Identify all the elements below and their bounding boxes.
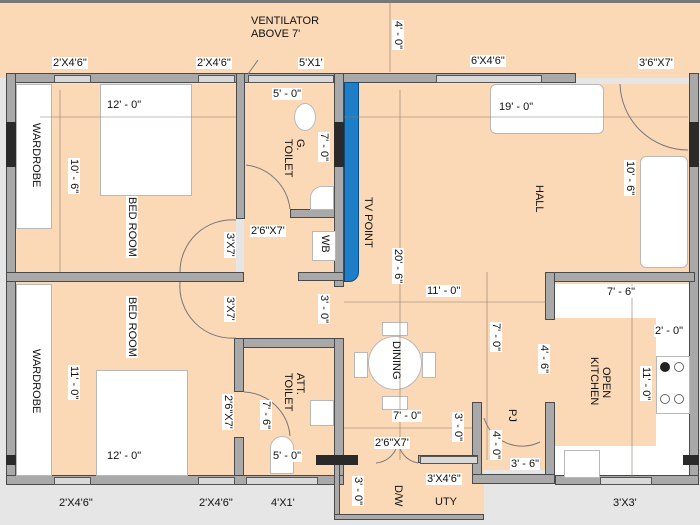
- label-utility-door: 2'6"X7': [374, 437, 410, 449]
- label-dining-depth2: 7' - 0": [392, 410, 423, 422]
- wall-utility-bottom: [334, 514, 484, 520]
- column: [683, 455, 699, 465]
- stove-burner: [674, 362, 684, 372]
- label-kitchen-depth: 11' - 0": [640, 366, 652, 402]
- label-kitchen-line1: OPEN: [600, 367, 612, 399]
- top-balcony: [0, 0, 700, 78]
- label-bedroom-top-width: 12' - 0": [106, 99, 143, 111]
- label-wardrobe-top: WARDROBE: [30, 122, 42, 189]
- kitchen-floor: [548, 318, 656, 448]
- label-att-toilet-line2: TOILET: [282, 373, 294, 412]
- sofa-right: [640, 156, 688, 268]
- dining-chair: [382, 396, 408, 410]
- label-passage-depth2: 3' - 0": [452, 412, 464, 443]
- window-hall[interactable]: [436, 75, 542, 83]
- label-wash-basin: WB: [319, 234, 331, 254]
- label-hall-length: 20' - 6": [392, 248, 404, 285]
- label-ventilator: VENTILATOR: [251, 15, 320, 27]
- wall-gtoilet-left: [236, 73, 245, 219]
- label-dining-width: 11' - 0": [426, 285, 462, 297]
- label-dishwasher: D/W: [392, 485, 404, 507]
- label-bottom-window-1: 2'X4'6": [59, 497, 93, 509]
- label-utility-depth: 3' - 0": [352, 476, 364, 507]
- ventilator-top[interactable]: [248, 75, 334, 83]
- column: [689, 122, 699, 167]
- label-hall-name: HALL: [533, 185, 545, 213]
- label-kitchen-line2: KITCHEN: [588, 357, 600, 406]
- stove-burner: [674, 394, 684, 404]
- label-kitchen-width: 7' - 6": [606, 286, 637, 298]
- label-bedroom-bottom-name: BED ROOM: [126, 296, 138, 358]
- dining-chair: [382, 322, 408, 336]
- sink-att: [310, 400, 334, 426]
- corner-basin: [310, 186, 334, 210]
- label-hall-depth: 10' - 6": [624, 160, 636, 197]
- wall-bedrooms-divider: [6, 272, 244, 282]
- label-bedroom-bottom-depth: 11' - 0": [68, 365, 80, 401]
- stove-burner: [660, 394, 670, 404]
- label-tv-point: TV POINT: [362, 197, 374, 248]
- label-g-toilet-depth: 7' - 0": [318, 132, 330, 163]
- label-pooja-width: 3' - 6": [510, 458, 541, 470]
- dining-table: [368, 336, 422, 390]
- kitchen-sink: [564, 450, 600, 478]
- column: [316, 455, 358, 465]
- label-kitchen-counter: 2' - 0": [654, 325, 685, 337]
- label-att-toilet-depth: 7' - 6": [260, 400, 272, 431]
- label-hall-width: 19' - 0": [498, 101, 535, 113]
- label-ventilator-line2: ABOVE 7': [251, 28, 301, 40]
- label-bottom-ventilator: 4'X1': [271, 497, 295, 509]
- dining-chair: [354, 352, 368, 378]
- label-dining-name: DINING: [390, 341, 402, 380]
- label-main-door: 3'6"X7': [638, 57, 674, 69]
- window-utility[interactable]: [420, 456, 478, 464]
- label-bedroom-top-depth: 10' - 6": [68, 158, 80, 195]
- window-kitchen[interactable]: [600, 477, 652, 485]
- label-att-toilet-door: 2'6"X7': [222, 394, 234, 430]
- label-utility-name: UTY: [435, 496, 457, 508]
- label-att-toilet-width: 5' - 0": [272, 450, 303, 462]
- toilet-wc-g: [294, 103, 316, 131]
- label-bedroom-bottom-width: 12' - 0": [106, 450, 143, 462]
- top-border: [0, 0, 700, 3]
- wall-kitchen-left: [545, 272, 555, 320]
- label-top-window-1: 2'X4'6": [52, 57, 88, 69]
- label-kitchen-depth2: 4' - 6": [538, 344, 550, 375]
- wall-wb-bottom: [298, 272, 344, 281]
- label-top-window-2: 2'X4'6": [196, 57, 232, 69]
- window-bottom-2[interactable]: [198, 477, 235, 485]
- label-hall-window: 6'X4'6": [470, 55, 506, 67]
- wall-atttoilet-left-upper: [234, 338, 244, 392]
- stove-burner: [660, 362, 670, 372]
- label-dining-depth: 7' - 0": [490, 322, 502, 353]
- window-bottom-1[interactable]: [54, 477, 91, 485]
- label-g-toilet-door: 2'6"X7': [250, 225, 286, 237]
- label-g-toilet-line2: TOILET: [282, 139, 294, 178]
- label-bedroom-bottom-door: 3'X7': [224, 296, 236, 322]
- label-g-toilet-width: 5' - 0": [272, 88, 303, 100]
- label-top-ventilator: 5'X1': [298, 57, 324, 69]
- window-top-2[interactable]: [198, 75, 235, 83]
- label-pooja-depth: 4' - 0": [490, 430, 502, 461]
- label-pooja-name: PJ: [506, 409, 518, 422]
- column: [334, 122, 344, 167]
- wall-pooja-bottom: [472, 474, 555, 484]
- label-passage-depth: 3' - 0": [318, 294, 330, 325]
- label-g-toilet-line1: G.: [294, 139, 306, 151]
- label-bottom-window-2: 2'X4'6": [199, 497, 233, 509]
- tv-point-panel: [344, 82, 359, 282]
- label-wardrobe-bottom: WARDROBE: [30, 348, 42, 415]
- label-utility-window: 3'X4'6": [426, 473, 462, 485]
- dining-chair: [422, 352, 436, 378]
- label-att-toilet-line1: ATT.: [294, 373, 306, 395]
- label-bedroom-top-name: BED ROOM: [126, 196, 138, 258]
- column: [6, 122, 16, 167]
- wall-hall-left: [334, 73, 344, 287]
- ventilator-bottom[interactable]: [246, 477, 318, 485]
- label-bedroom-top-door: 3'X7': [224, 232, 236, 258]
- label-balcony-depth: 4' - 0": [392, 20, 404, 51]
- label-kitchen-window: 3'X3': [613, 497, 637, 509]
- window-top-1[interactable]: [54, 75, 91, 83]
